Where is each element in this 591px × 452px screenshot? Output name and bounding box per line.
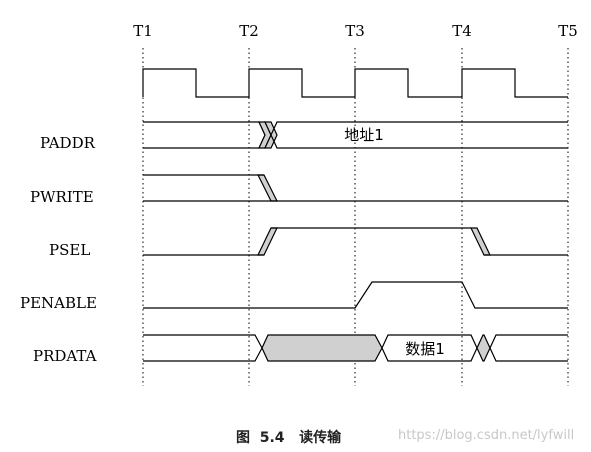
time-label-t4: T4 bbox=[452, 22, 472, 40]
signal-label-penable: PENABLE bbox=[20, 294, 97, 312]
signal-label-pwrite: PWRITE bbox=[30, 188, 94, 206]
time-label-t3: T3 bbox=[345, 22, 365, 40]
paddr-waveform bbox=[143, 121, 568, 149]
pwrite-waveform bbox=[143, 174, 568, 202]
psel-waveform bbox=[143, 227, 568, 256]
signal-label-psel: PSEL bbox=[49, 241, 90, 259]
watermark-text: https://blog.csdn.net/lyfwill bbox=[398, 428, 575, 443]
time-label-t5: T5 bbox=[558, 22, 578, 40]
prdata-value: 数据1 bbox=[405, 340, 445, 358]
figure-caption: 图 5.4 读传输 bbox=[236, 430, 342, 446]
signal-label-prdata: PRDATA bbox=[33, 347, 97, 365]
penable-waveform bbox=[143, 281, 568, 309]
clock-waveform bbox=[142, 68, 568, 98]
signal-label-paddr: PADDR bbox=[40, 134, 96, 152]
time-label-t2: T2 bbox=[239, 22, 259, 40]
time-label-t1: T1 bbox=[133, 22, 153, 40]
prdata-waveform bbox=[143, 334, 568, 362]
paddr-value: 地址1 bbox=[344, 126, 384, 144]
